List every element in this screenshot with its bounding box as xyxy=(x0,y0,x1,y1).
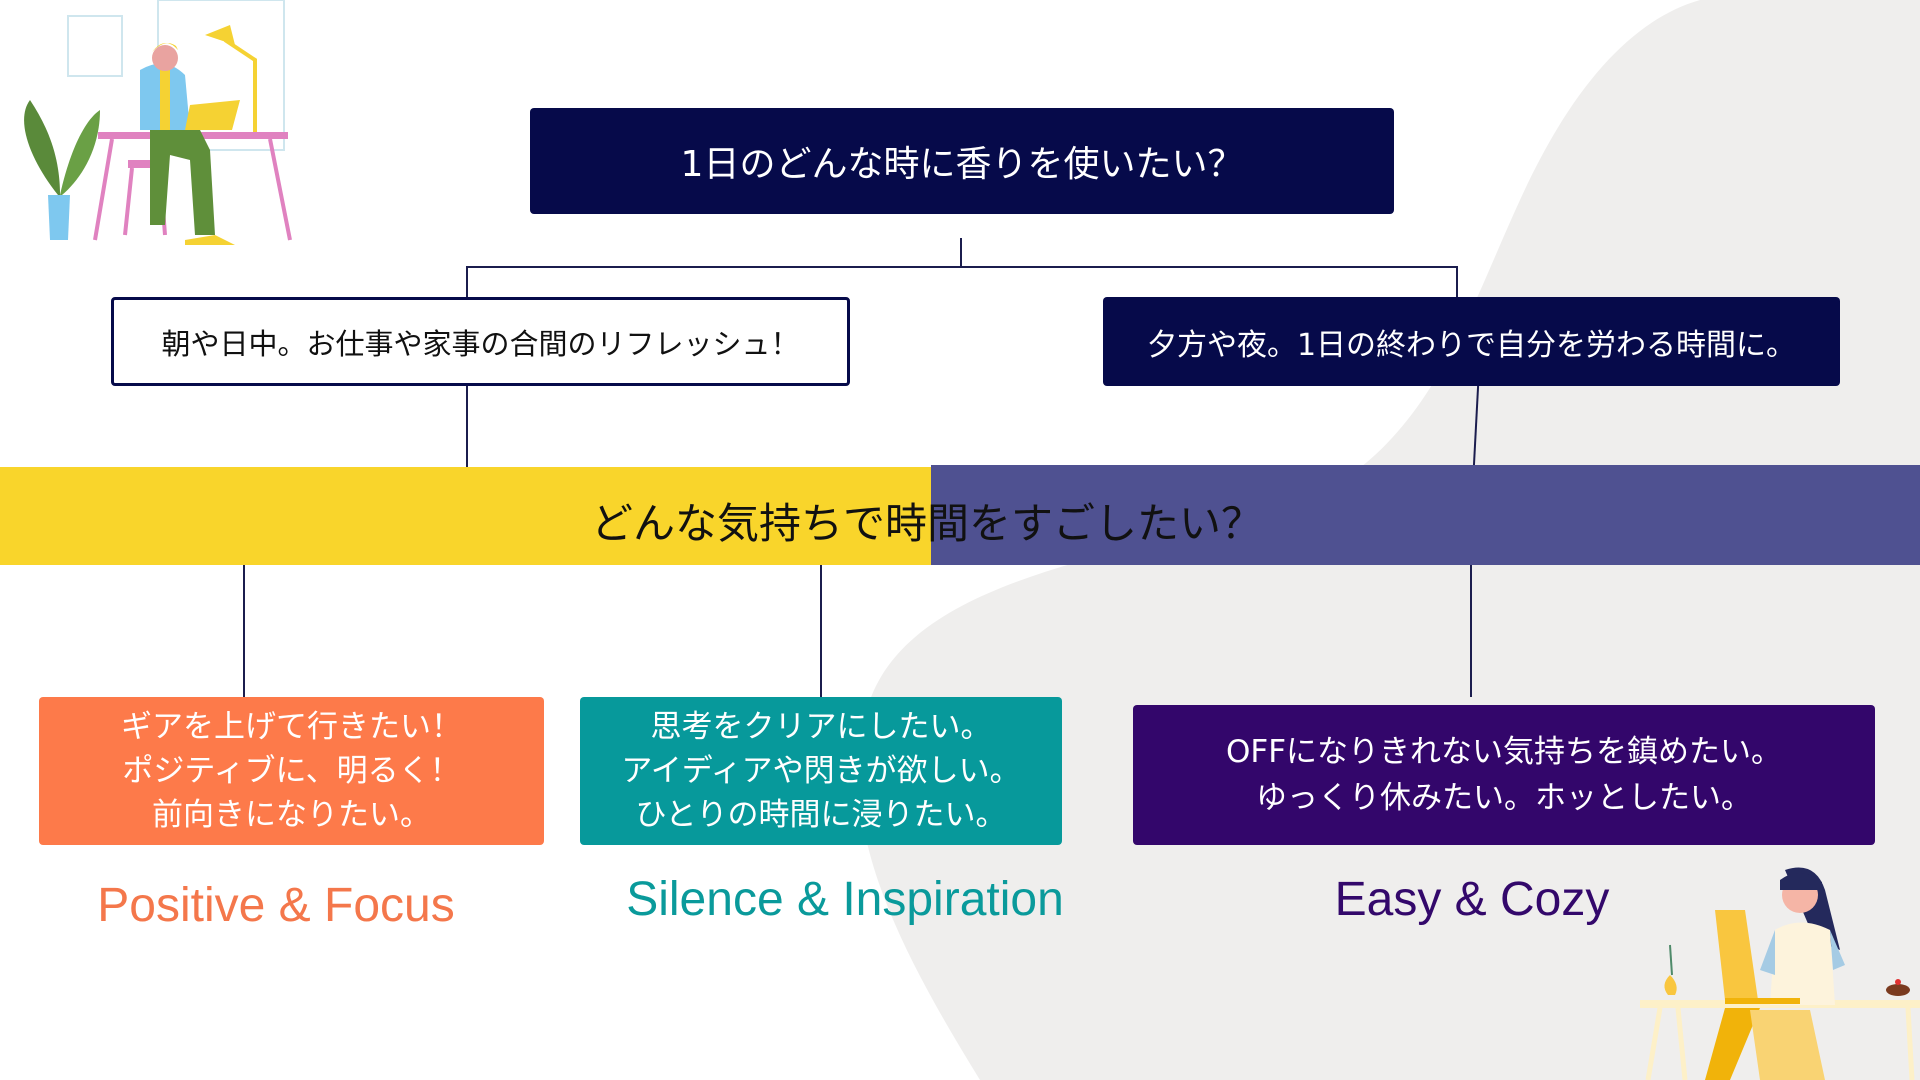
branch-daytime-text: 朝や日中。お仕事や家事の合間のリフレッシュ！ xyxy=(161,326,800,361)
middle-question-text: どんな気持ちで時間をすごしたい？ xyxy=(590,499,1264,548)
label-positive-focus: Positive & Focus xyxy=(97,879,455,932)
outcome-line: ギアを上げて行きたい！ xyxy=(121,709,462,745)
outcome-positive-box: ギアを上げて行きたい！ ポジティブに、明るく！ 前向きになりたい。 xyxy=(39,697,544,845)
outcome-line: アイディアや閃きが欲しい。 xyxy=(621,753,1021,789)
top-question-box: 1日のどんな時に香りを使いたい？ xyxy=(530,108,1394,214)
branch-daytime-box: 朝や日中。お仕事や家事の合間のリフレッシュ！ xyxy=(111,297,850,386)
connector xyxy=(1470,565,1472,697)
outcome-cozy-box: OFFになりきれない気持ちを鎮めたい。 ゆっくり休みたい。ホッとしたい。 xyxy=(1133,705,1875,845)
connector xyxy=(960,238,962,267)
connector xyxy=(820,565,822,697)
woman-with-laptop-illustration xyxy=(1640,867,1920,1080)
label-easy-cozy: Easy & Cozy xyxy=(1334,873,1610,926)
outcome-line: ゆっくり休みたい。ホッとしたい。 xyxy=(1256,780,1752,816)
connector xyxy=(466,266,468,298)
middle-band-yellow xyxy=(0,467,931,565)
outcome-silence-box: 思考をクリアにしたい。 アイディアや閃きが欲しい。 ひとりの時間に浸りたい。 xyxy=(580,697,1062,845)
branch-evening-text: 夕方や夜。1日の終わりで自分を労わる時間に。 xyxy=(1146,327,1797,363)
person-at-desk-illustration xyxy=(24,0,292,245)
top-question-text: 1日のどんな時に香りを使いたい？ xyxy=(680,144,1244,185)
connector xyxy=(243,565,245,697)
branch-evening-box: 夕方や夜。1日の終わりで自分を労わる時間に。 xyxy=(1103,297,1840,386)
outcome-line: ひとりの時間に浸りたい。 xyxy=(635,797,1007,833)
outcome-line: 思考をクリアにしたい。 xyxy=(650,709,992,745)
connector xyxy=(1456,266,1458,298)
connector xyxy=(466,266,1458,268)
outcome-line: OFFになりきれない気持ちを鎮めたい。 xyxy=(1225,734,1783,770)
label-silence-inspiration: Silence & Inspiration xyxy=(626,873,1064,926)
connector xyxy=(466,386,468,468)
outcome-line: ポジティブに、明るく！ xyxy=(122,753,461,789)
middle-band-purple xyxy=(931,465,1920,565)
outcome-line: 前向きになりたい。 xyxy=(152,797,431,833)
